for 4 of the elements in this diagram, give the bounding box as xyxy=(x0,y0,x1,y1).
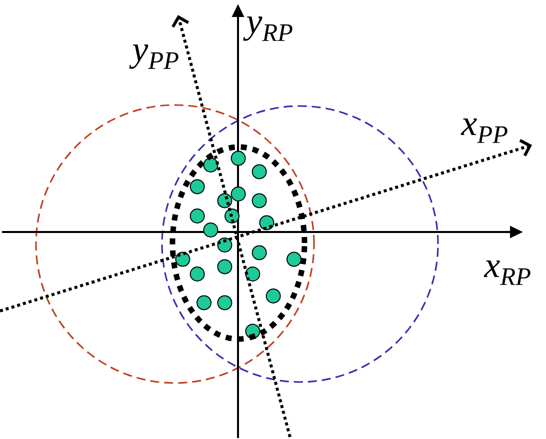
axis-label: y$_{PP}$ xyxy=(129,44,178,69)
axis-label: y$_{RP}$ xyxy=(243,16,292,41)
axis-label: x$_{PP}$ xyxy=(460,118,508,143)
axis-label: x$_{RP}$ xyxy=(484,260,530,285)
